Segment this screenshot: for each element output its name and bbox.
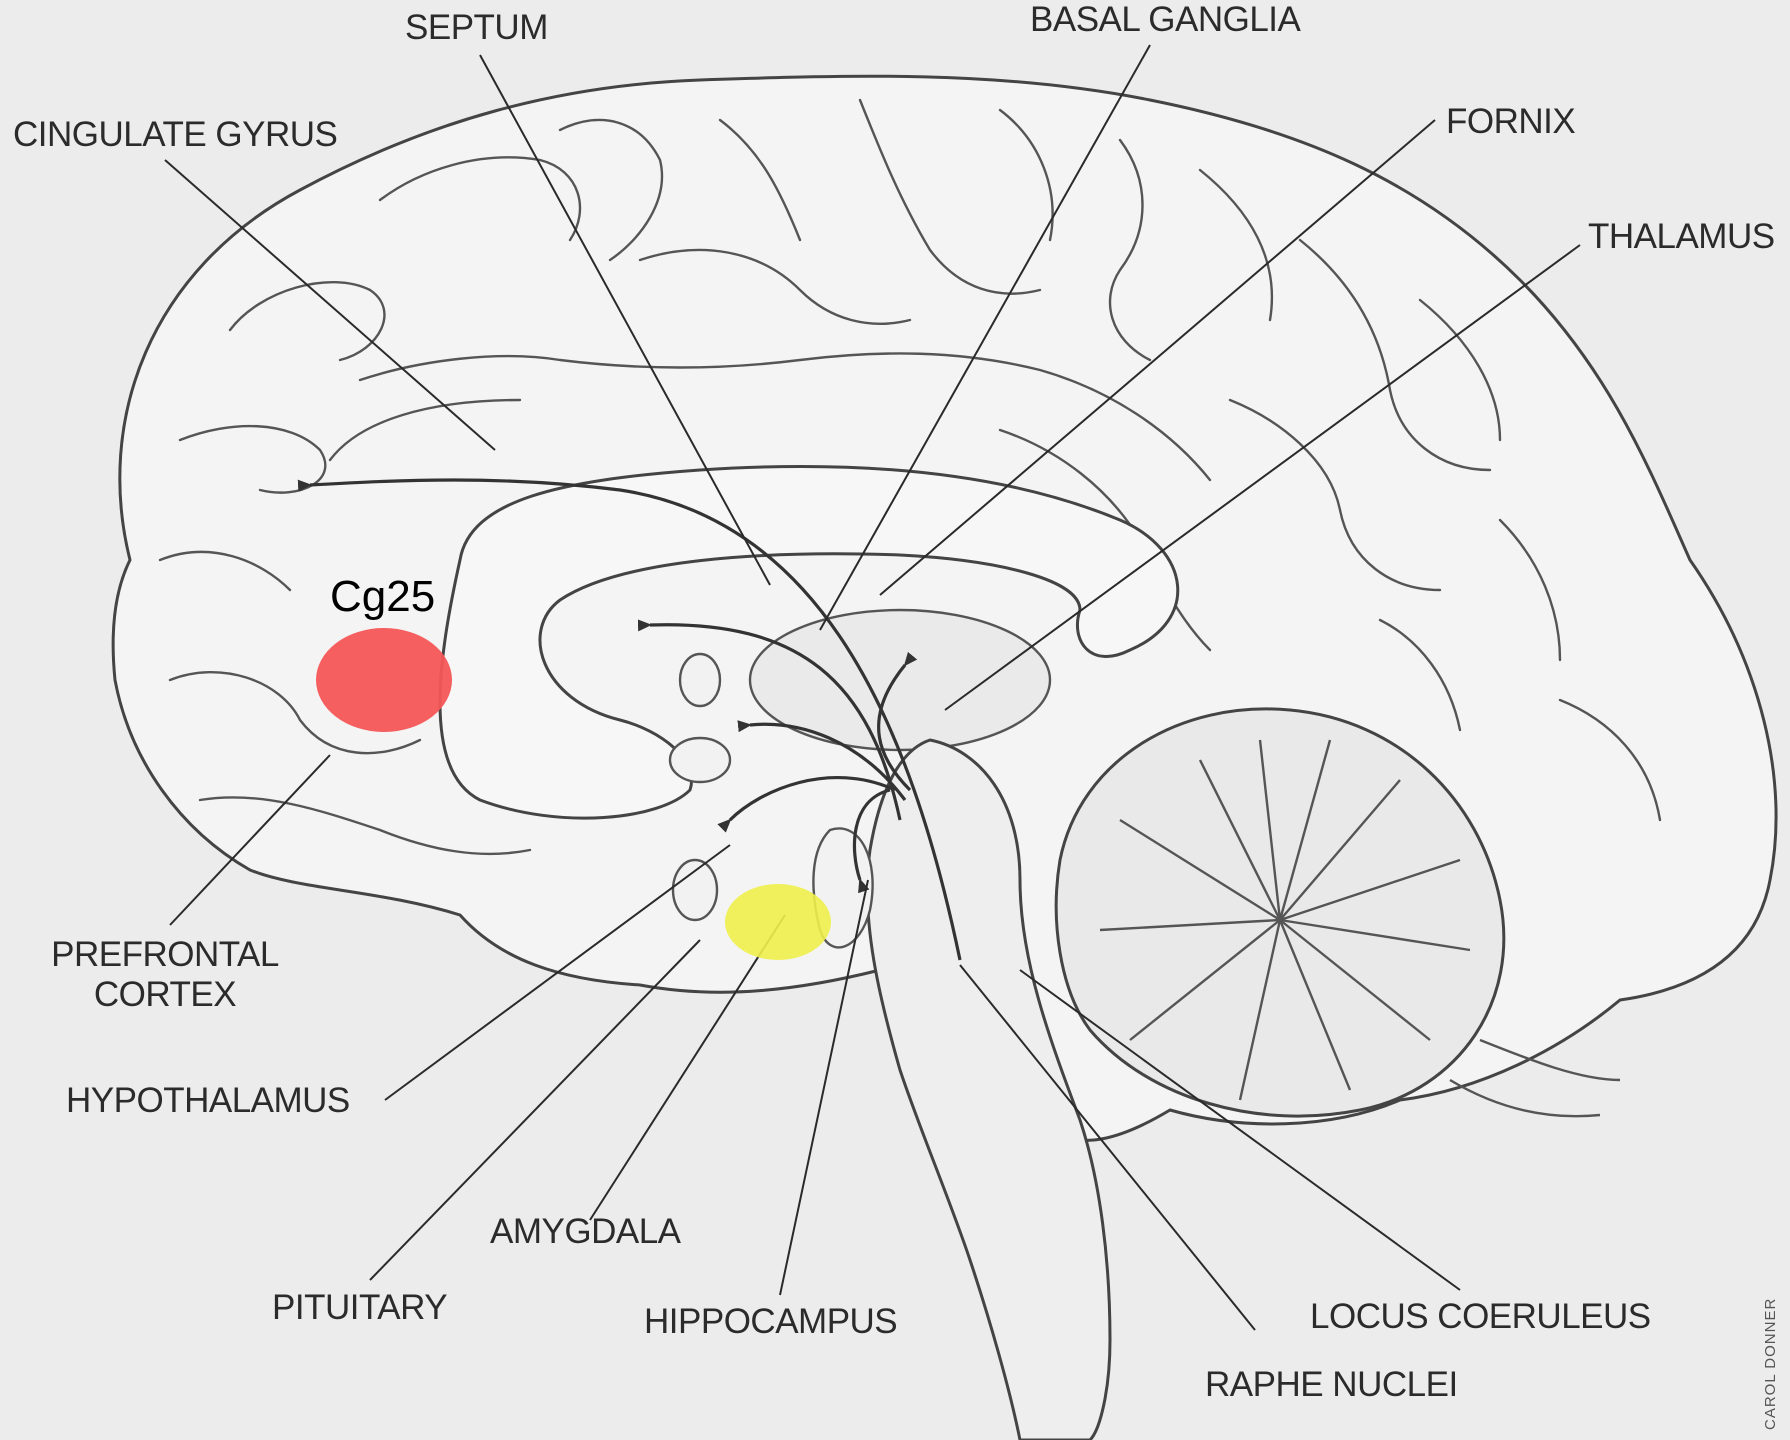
cg25-marker bbox=[316, 628, 452, 732]
thalamus-shape bbox=[750, 610, 1050, 750]
label-fornix: FORNIX bbox=[1446, 102, 1575, 142]
label-thalamus: THALAMUS bbox=[1588, 217, 1775, 257]
label-septum: SEPTUM bbox=[405, 8, 548, 48]
label-pituitary: PITUITARY bbox=[272, 1288, 447, 1328]
label-prefrontal-line1: PREFRONTAL bbox=[50, 935, 280, 975]
label-hippocampus: HIPPOCAMPUS bbox=[644, 1302, 897, 1342]
cg25-label: Cg25 bbox=[330, 572, 435, 622]
label-hypothalamus: HYPOTHALAMUS bbox=[66, 1081, 350, 1121]
label-cingulate-gyrus: CINGULATE GYRUS bbox=[13, 115, 337, 155]
amygdala-highlight bbox=[725, 884, 831, 960]
label-amygdala: AMYGDALA bbox=[490, 1212, 681, 1252]
label-locus-coeruleus: LOCUS COERULEUS bbox=[1310, 1297, 1651, 1337]
label-raphe-nuclei: RAPHE NUCLEI bbox=[1205, 1365, 1458, 1405]
illustrator-credit: CAROL DONNER bbox=[1762, 1298, 1779, 1430]
label-basal-ganglia: BASAL GANGLIA bbox=[1030, 0, 1300, 40]
label-prefrontal-line2: CORTEX bbox=[50, 975, 280, 1015]
label-prefrontal-cortex: PREFRONTAL CORTEX bbox=[50, 935, 280, 1016]
